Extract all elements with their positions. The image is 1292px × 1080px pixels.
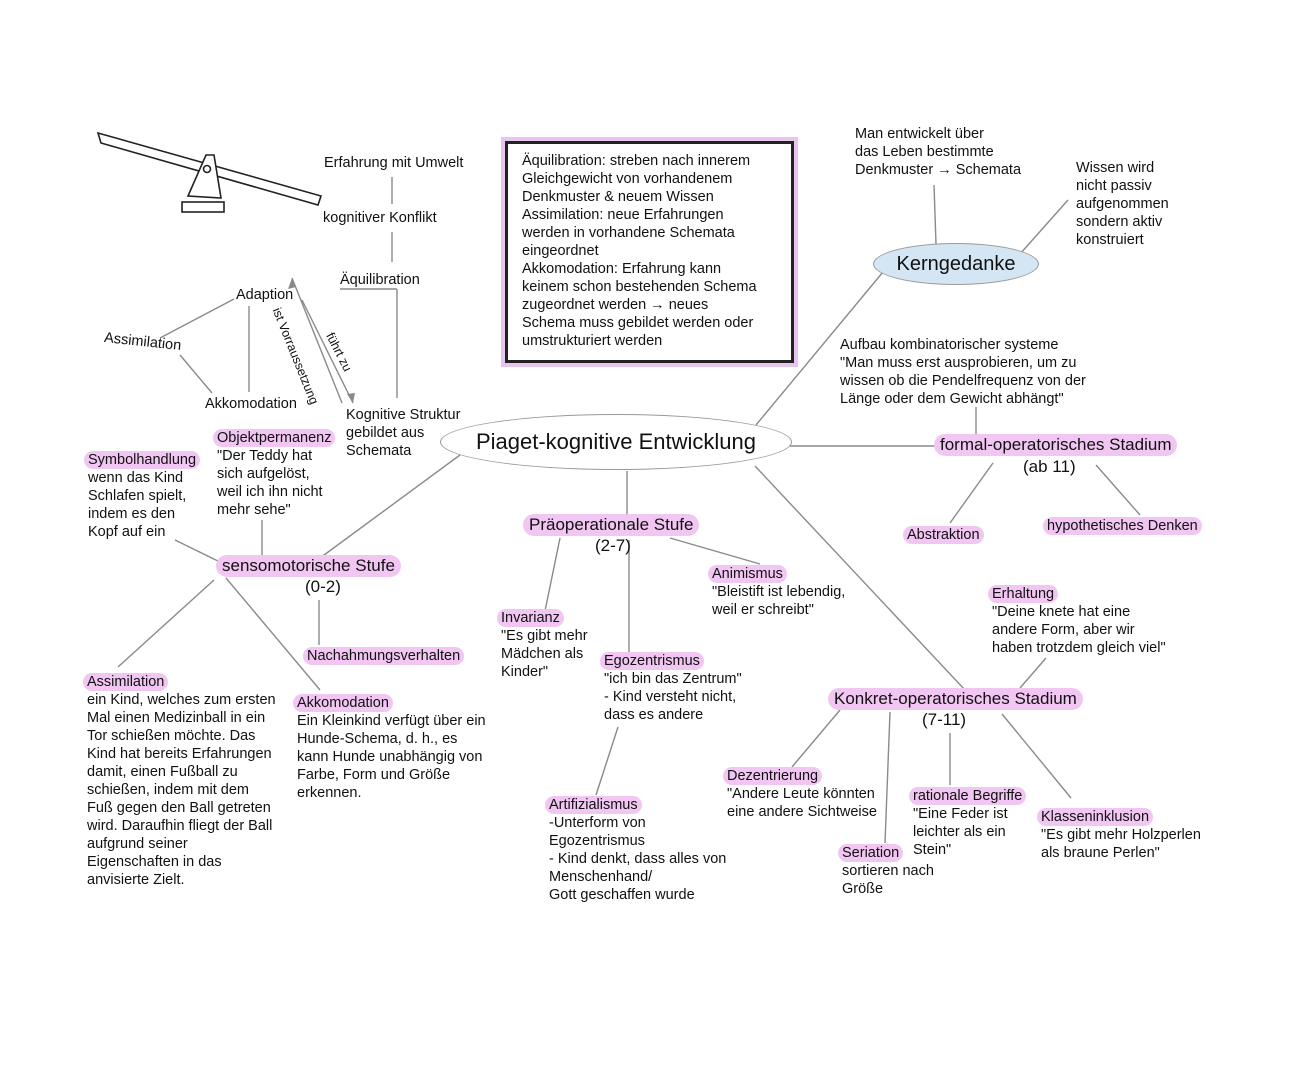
kerngedanke-note-schemata: Man entwickelt über das Leben bestimmte …: [855, 126, 1022, 178]
artifizialismus-text: -Unterform von Egozentrismus - Kind denk…: [549, 815, 727, 903]
ego-text: "ich bin das Zentrum" - Kind versteht ni…: [604, 671, 742, 723]
symbol-title: Symbolhandlung: [84, 451, 201, 469]
process-akkomodation: Akkomodation: [205, 396, 297, 412]
senso-akko-text: Ein Kleinkind verfügt über ein Hunde-Sch…: [297, 713, 486, 801]
konkret-title: Konkret-operatorisches Stadium: [828, 688, 1083, 710]
objekt-text: "Der Teddy hat sich aufgelöst, weil ich …: [217, 448, 323, 518]
invarianz-text: "Es gibt mehr Mädchen als Kinder": [501, 628, 588, 680]
prae-age: (2-7): [595, 536, 631, 555]
box-line: keinem schon bestehenden Schema: [522, 279, 757, 295]
box-line: Schema muss gebildet werden oder: [522, 315, 754, 331]
process-konflikt: kognitiver Konflikt: [323, 210, 437, 226]
klasseninklusion-title: Klasseninklusion: [1037, 808, 1154, 826]
process-erfahrung: Erfahrung mit Umwelt: [324, 155, 464, 171]
hypothetisches-denken: hypothetisches Denken: [1043, 517, 1202, 535]
animismus-text: "Bleistift ist lebendig, weil er schreib…: [712, 584, 846, 618]
rationale-begriffe-title: rationale Begriffe: [909, 787, 1027, 805]
dezentrierung-title: Dezentrierung: [723, 767, 823, 785]
central-topic: Piaget-kognitive Entwicklung: [440, 414, 792, 470]
formal-age: (ab 11): [1023, 457, 1076, 476]
box-line: Gleichgewicht von vorhandenem: [522, 171, 733, 187]
box-line: werden in vorhandene Schemata: [522, 225, 735, 241]
formal-aufbau: Aufbau kombinatorischer systeme "Man mus…: [840, 337, 1086, 407]
process-adaption: Adaption: [236, 287, 294, 303]
animismus-title: Animismus: [708, 565, 787, 583]
box-line: zugeordnet werden → neues: [522, 297, 709, 313]
formal-title: formal-operatorisches Stadium: [934, 434, 1178, 456]
box-line: umstrukturiert werden: [522, 333, 663, 349]
symbol-text: wenn das Kind Schlafen spielt, indem es …: [88, 470, 187, 540]
box-line: Denkmuster & neuem Wissen: [522, 189, 714, 205]
seriation-title: Seriation: [838, 844, 904, 862]
senso-assim-text: ein Kind, welches zum ersten Mal einen M…: [87, 692, 276, 888]
rationale-begriffe-text: "Eine Feder ist leichter als ein Stein": [913, 806, 1008, 858]
klasseninklusion-text: "Es gibt mehr Holzperlen als braune Perl…: [1041, 827, 1201, 861]
senso-age: (0-2): [305, 577, 341, 596]
senso-assim-title: Assimilation: [83, 673, 169, 691]
objekt-title: Objektpermanenz: [213, 429, 336, 447]
box-line: Äquilibration: streben nach innerem: [522, 153, 751, 169]
process-kognitive-struktur: Kognitive Struktur gebildet aus Schemata: [346, 407, 461, 459]
definition-box: Äquilibration: streben nach innerem Glei…: [501, 137, 798, 367]
senso-akko-title: Akkomodation: [293, 694, 393, 712]
invarianz-title: Invarianz: [497, 609, 564, 627]
kerngedanke-node: Kerngedanke: [873, 243, 1039, 285]
erhaltung-text: "Deine knete hat eine andere Form, aber …: [992, 604, 1166, 656]
box-line: Akkomodation: Erfahrung kann: [522, 261, 722, 277]
konkret-age: (7-11): [922, 710, 967, 729]
seesaw-icon: [96, 131, 323, 213]
process-aequilibration: Äquilibration: [340, 272, 420, 288]
box-line: Assimilation: neue Erfahrungen: [522, 207, 724, 223]
artifizialismus-title: Artifizialismus: [545, 796, 642, 814]
seriation-text: sortieren nach Größe: [842, 863, 934, 897]
ego-title: Egozentrismus: [600, 652, 704, 670]
nachahmung: Nachahmungsverhalten: [303, 647, 465, 665]
abstraktion: Abstraktion: [903, 526, 984, 544]
senso-title: sensomotorische Stufe: [216, 555, 401, 577]
dezentrierung-text: "Andere Leute könnten eine andere Sichtw…: [727, 786, 877, 820]
prae-title: Präoperationale Stufe: [523, 514, 700, 536]
box-line: eingeordnet: [522, 243, 599, 259]
erhaltung-title: Erhaltung: [988, 585, 1059, 603]
kerngedanke-note-wissen: Wissen wird nicht passiv aufgenommen son…: [1076, 160, 1169, 248]
